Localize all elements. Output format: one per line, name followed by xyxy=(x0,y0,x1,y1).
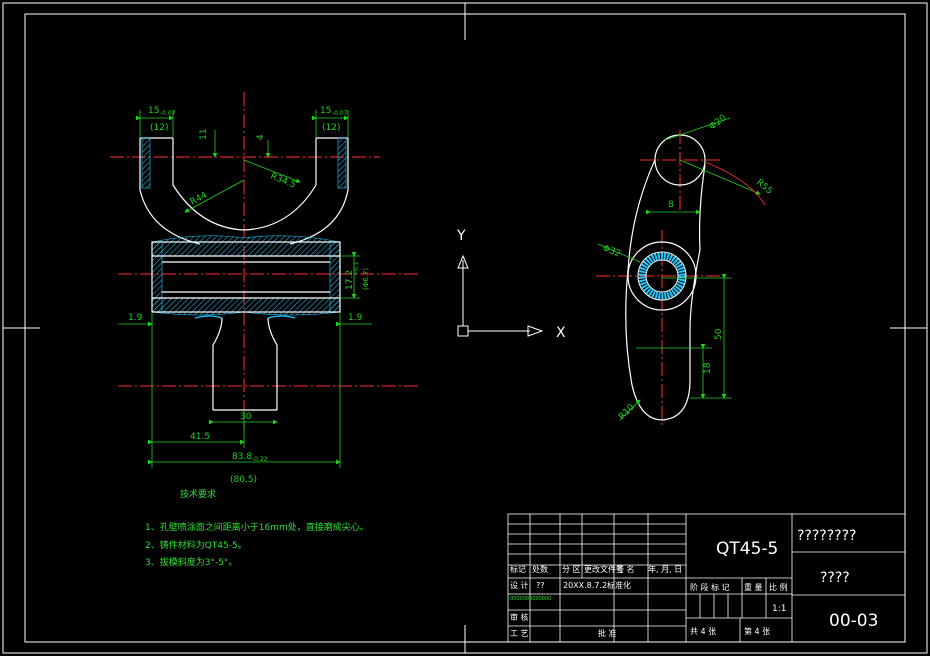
drawing-number: 00-03 xyxy=(829,611,878,631)
front-dimensions xyxy=(118,110,372,468)
org-name: ???? xyxy=(820,570,850,586)
title-block-text: QT45-5 ???????? ???? 00-03 1:1 标记 处数 分 区… xyxy=(510,528,878,638)
tb-scale-label: 比 例 xyxy=(769,582,788,592)
dim-30: 30 xyxy=(240,412,252,422)
tb-h-docno: 更改文件号 xyxy=(584,564,624,574)
dim-415: 41.5 xyxy=(190,432,210,442)
dim-R10: R10 xyxy=(617,402,637,422)
scale-value: 1:1 xyxy=(772,604,786,614)
side-dimensions xyxy=(597,117,766,421)
side-dimension-text: Φ20 R55 8 Φ32 50 18 R10 xyxy=(601,113,774,422)
lug-hatching xyxy=(141,137,347,189)
tb-small-code: 0000000000000 xyxy=(510,596,551,602)
dim-17-ref: (Φ6.7) xyxy=(362,268,370,290)
dim-top-right-tol: -0.07 xyxy=(332,110,348,117)
side-view: Φ20 R55 8 Φ32 50 18 R10 xyxy=(596,113,774,425)
ucs-y-label: Y xyxy=(456,228,466,244)
dim-838-ref: (80.5) xyxy=(230,475,257,485)
tb-h-count: 处数 xyxy=(532,564,548,574)
dim-838-tol: -0.22 xyxy=(252,456,268,463)
note-line-1: 1、孔壁喷涂面之间距离小于16mm处，直接磨成尖心。 xyxy=(145,521,369,533)
tb-h-zone: 分 区 xyxy=(562,565,581,574)
dim-top-left-tol: -0.07 xyxy=(160,110,176,117)
dim-R345: R34.5 xyxy=(269,172,297,191)
dim-top-left-ref: (12) xyxy=(150,123,168,133)
notes-heading: 技术要求 xyxy=(180,488,216,500)
tb-approve: 批 准 xyxy=(598,628,617,638)
tb-sheet-no: 第 4 张 xyxy=(744,626,770,636)
center-lines-side xyxy=(596,130,728,425)
tb-sheets-total: 共 4 张 xyxy=(690,627,716,636)
part-name: ???????? xyxy=(797,528,856,544)
dim-4: 4 xyxy=(256,134,266,140)
tb-weight-label: 重 量 xyxy=(744,582,763,592)
bore-body xyxy=(151,235,341,316)
dim-R55: R55 xyxy=(754,178,774,197)
tb-standard: 20XX.8.7.2标准化 xyxy=(563,580,631,590)
shaft-stem xyxy=(194,315,296,411)
dim-19-left: 1.9 xyxy=(128,313,143,323)
dim-18: 18 xyxy=(703,362,713,374)
front-view: 15 -0.07 (12) 15 -0.07 (12) 11 4 R44 R34… xyxy=(110,92,420,485)
drawing-title: QT45-5 xyxy=(716,539,778,559)
dim-17-tol: +0.1 xyxy=(353,261,360,276)
ucs-labels: Y X xyxy=(456,228,566,341)
boss-hatching xyxy=(637,251,687,301)
dim-top-left: 15 xyxy=(148,106,159,116)
technical-notes: 技术要求 1、孔壁喷涂面之间距离小于16mm处，直接磨成尖心。 2、铸件材料为Q… xyxy=(145,488,369,568)
dim-50: 50 xyxy=(714,328,724,340)
tb-stage-label: 阶 段 标 记 xyxy=(690,582,730,592)
front-dimension-text: 15 -0.07 (12) 15 -0.07 (12) 11 4 R44 R34… xyxy=(128,106,370,485)
center-lines-front xyxy=(110,92,420,430)
ucs-icon xyxy=(457,254,544,337)
dim-17: 17.2 xyxy=(345,270,355,290)
tb-craft: 工 艺 xyxy=(510,629,529,638)
note-line-2: 2、铸件材料为QT45-5。 xyxy=(145,539,247,551)
title-block xyxy=(507,513,906,643)
tb-h-sign: 签 名 xyxy=(616,564,635,574)
dim-838: 83.8 xyxy=(232,452,252,462)
dim-top-right: 15 xyxy=(320,106,331,116)
dim-19-right: 1.9 xyxy=(348,313,363,323)
dim-phi20: Φ20 xyxy=(708,113,729,132)
ucs-x-label: X xyxy=(556,325,566,341)
dim-11: 11 xyxy=(199,129,209,140)
note-line-3: 3、拔模斜度为3°-5°。 xyxy=(145,556,237,568)
dim-top-right-ref: (12) xyxy=(322,123,340,133)
tb-design-name: ?? xyxy=(536,581,545,590)
tb-h-date: 年, 月, 日 xyxy=(648,564,682,574)
tb-review: 审 核 xyxy=(510,612,529,622)
lever-outline xyxy=(625,134,706,421)
tb-h-mark: 标记 xyxy=(510,564,526,574)
tb-design: 设 计 xyxy=(510,580,529,590)
dim-8: 8 xyxy=(668,200,674,210)
dim-R44: R44 xyxy=(189,190,210,207)
dim-phi32: Φ32 xyxy=(601,244,622,260)
